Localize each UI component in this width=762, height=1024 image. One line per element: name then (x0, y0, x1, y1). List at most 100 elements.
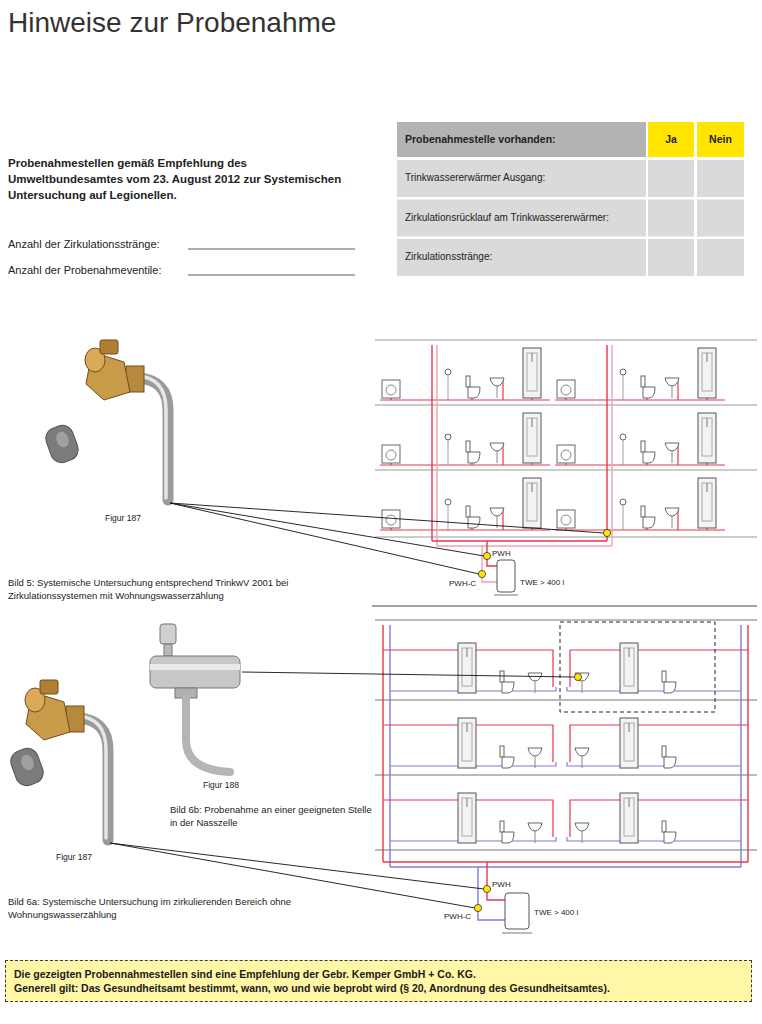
floor-slab (375, 699, 757, 700)
toilet-symbol (468, 387, 480, 398)
storage-tank (497, 560, 515, 592)
tank-label: TWE > 400 l (533, 908, 579, 917)
tank-return-pipe (478, 867, 505, 920)
sink-symbol (665, 378, 679, 386)
sampling-point (483, 885, 490, 892)
hot-water-pipe (380, 399, 550, 400)
table-header-cell (648, 122, 694, 157)
washer-drum (386, 385, 396, 395)
toilet-symbol (643, 387, 655, 398)
shower-cabin (458, 718, 476, 768)
valve-cap (100, 340, 118, 354)
table-cell (397, 239, 646, 276)
toilet-tank (466, 441, 470, 452)
water-meter (620, 499, 626, 505)
shower-cabin (620, 793, 638, 843)
floor-slab (375, 340, 757, 341)
toilet-tank (466, 506, 470, 517)
shower-head (532, 353, 533, 362)
toilet-tank (500, 671, 504, 682)
toilet-symbol (502, 832, 514, 843)
sink-pedestal (497, 516, 498, 528)
circulation-riser (740, 625, 741, 867)
pipe-label: PWH (491, 880, 512, 889)
riser-pipe (382, 625, 383, 862)
pipe-highlight (138, 376, 166, 498)
table-cell (397, 200, 646, 237)
hot-water-pipe (380, 529, 550, 530)
meter-pipe (623, 505, 624, 530)
table-cell (397, 160, 646, 197)
shower-head (532, 483, 533, 492)
ring-pipe (570, 800, 748, 837)
valve-key-shape (43, 422, 82, 465)
sink-symbol (575, 748, 589, 756)
shower-door (624, 798, 634, 836)
shower-head (467, 648, 468, 657)
table-cell (648, 200, 694, 237)
note-text: Generell gilt: Das Gesundheitsamt bestim… (14, 981, 743, 995)
shower-head (467, 798, 468, 807)
sampling-point (574, 673, 581, 680)
meter-pipe (448, 375, 449, 400)
tank-base (494, 595, 518, 596)
storage-tank (505, 893, 529, 929)
ring-return-pipe (567, 762, 741, 766)
form-field-label: Anzahl der Probenahmeventile: (8, 264, 161, 277)
sink-pedestal (672, 516, 673, 528)
meter-pipe (623, 440, 624, 465)
table-header-cell (397, 122, 646, 157)
ring-return-pipe (567, 837, 741, 841)
valve-key-hole (54, 430, 71, 449)
tank-base (502, 933, 532, 934)
riser-pipe (431, 345, 432, 541)
toilet-tank (500, 821, 504, 832)
table-cell (697, 239, 744, 276)
shower-door (624, 648, 634, 686)
sampling-point (603, 529, 610, 536)
shower-head (629, 798, 630, 807)
circulation-riser (436, 345, 437, 546)
note-text: Die gezeigten Probennahmestellen sind ei… (14, 967, 743, 981)
sink-pedestal (582, 681, 583, 693)
table-cell-text: Zirkulationsrücklauf am Trinkwassererwär… (405, 212, 609, 224)
shower-door (462, 798, 472, 836)
shower-cabin (523, 478, 541, 528)
valve-key (8, 745, 47, 788)
washer-drum (386, 515, 396, 525)
pipe-highlight (78, 716, 106, 838)
sink-symbol (575, 823, 589, 831)
shower-door (527, 418, 537, 456)
shower-cabin (620, 643, 638, 693)
washer-drum (561, 515, 571, 525)
toilet-tank (662, 821, 666, 832)
riser-pipe (747, 625, 748, 862)
valve-key (43, 422, 82, 465)
water-meter (445, 369, 451, 375)
sink-symbol (528, 823, 542, 831)
meter-pipe (623, 375, 624, 400)
toilet-symbol (643, 452, 655, 463)
sink-symbol (665, 443, 679, 451)
toilet-symbol (664, 832, 676, 843)
sampling-point (478, 570, 485, 577)
shower-door (462, 723, 472, 761)
circulation-riser (389, 625, 390, 867)
toilet-symbol (502, 682, 514, 693)
toilet-symbol (643, 517, 655, 528)
sampling-point (483, 552, 490, 559)
hot-water-pipe (555, 529, 725, 530)
sink-pedestal (535, 831, 536, 843)
valve-handle (160, 624, 176, 644)
leader-line (170, 503, 479, 574)
housing-highlight (150, 664, 240, 670)
figure-caption: Bild 6b: Probenahme an einer geeigneten … (170, 804, 380, 830)
leader-line (242, 672, 574, 677)
floor-slab (375, 849, 757, 850)
washer-drum (561, 450, 571, 460)
sink-pedestal (582, 831, 583, 843)
valve-pipe (186, 698, 230, 772)
leader-line (170, 503, 484, 556)
washer-symbol (557, 510, 575, 528)
washer-drum (386, 450, 396, 460)
